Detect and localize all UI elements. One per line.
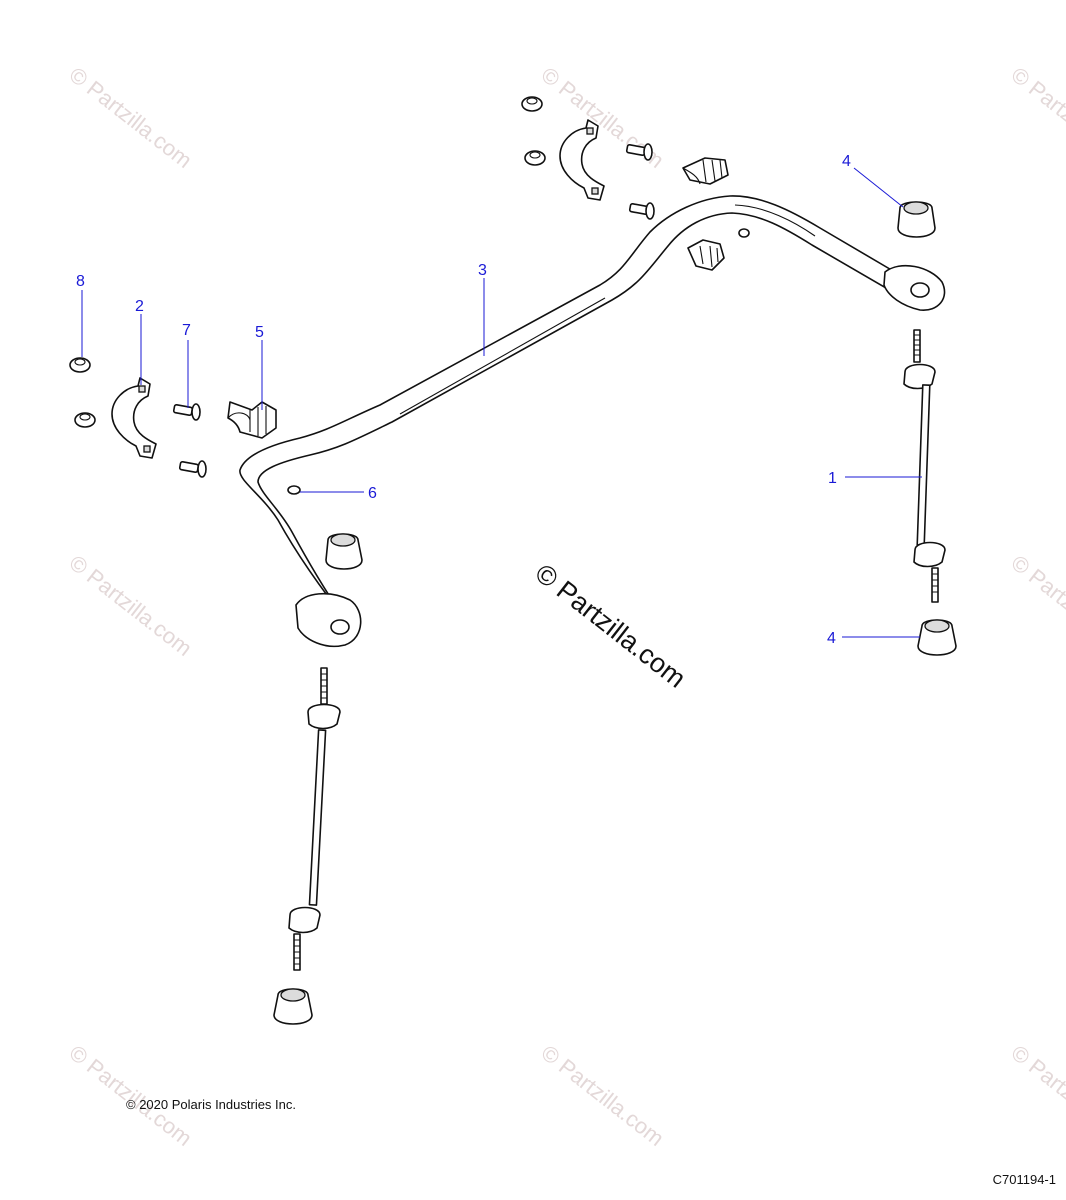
stabilizer-link-left xyxy=(288,667,341,971)
stabilizer-bar xyxy=(239,195,946,647)
stabilizer-link-right xyxy=(903,329,946,603)
bushing-right-bar xyxy=(687,239,725,271)
callout-7: 7 xyxy=(182,322,191,339)
clamp-bracket-right xyxy=(559,119,605,201)
flange-nut-right-top xyxy=(521,96,543,112)
callout-4-bottom: 4 xyxy=(827,630,836,647)
grommet-top-right xyxy=(897,201,936,238)
clamp-bracket-left xyxy=(111,377,157,459)
callout-group: 1 2 3 4 4 5 6 7 8 xyxy=(76,153,922,647)
callout-4-top: 4 xyxy=(842,153,851,170)
bolt-right-top xyxy=(625,143,653,161)
figure-id: C701194-1 xyxy=(992,1172,1056,1187)
callout-6: 6 xyxy=(368,485,377,502)
callout-5: 5 xyxy=(255,324,264,341)
bolt-left-bottom xyxy=(178,460,207,478)
grommet-bottom-right xyxy=(917,619,957,656)
bolt-left-top xyxy=(172,403,201,421)
callout-8: 8 xyxy=(76,273,85,290)
grommet-bottom-left xyxy=(273,988,313,1025)
flange-nut-left-bottom xyxy=(74,412,96,428)
bolt-right-bottom xyxy=(628,202,655,220)
callout-3: 3 xyxy=(478,262,487,279)
bushing-left xyxy=(227,401,277,439)
bushing-right-top xyxy=(682,157,729,185)
grease-fitting-right xyxy=(738,228,750,238)
flange-nut-left-top xyxy=(69,357,91,373)
copyright-notice: © 2020 Polaris Industries Inc. xyxy=(126,1097,296,1112)
grease-fitting-left xyxy=(287,485,301,495)
callout-1: 1 xyxy=(828,470,837,487)
flange-nut-right-bottom xyxy=(524,150,546,166)
callout-2: 2 xyxy=(135,298,144,315)
grommet-middle-left xyxy=(325,533,363,570)
